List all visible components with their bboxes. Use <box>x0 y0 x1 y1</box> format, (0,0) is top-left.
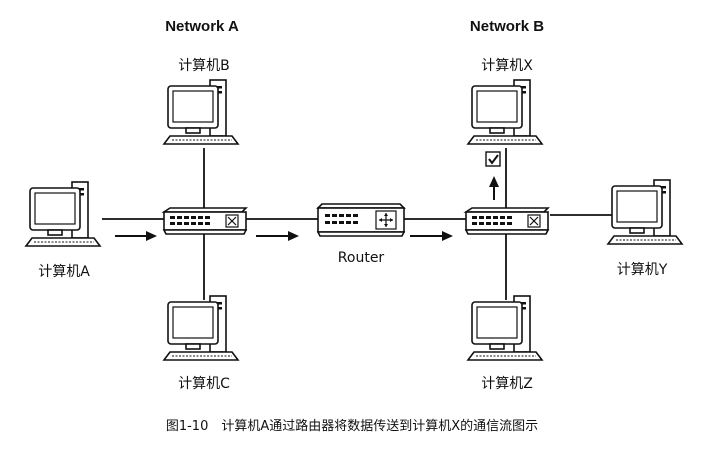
computer-x-label: 计算机X <box>481 58 533 74</box>
network-links <box>102 148 612 300</box>
router-label: Router <box>338 250 385 266</box>
router-icon <box>317 203 405 237</box>
network-b-title: Network B <box>470 18 544 35</box>
computer-x: 计算机X <box>467 58 543 145</box>
network-switch-icon <box>465 207 549 235</box>
arrow-icon <box>489 176 499 200</box>
computer-b: 计算机B <box>163 58 239 145</box>
checkmark-icon <box>485 151 501 167</box>
computer-c: 计算机C <box>163 295 239 392</box>
figure-caption: 图1-10 计算机A通过路由器将数据传送到计算机X的通信流图示 <box>166 418 538 434</box>
computer-c-label: 计算机C <box>178 376 230 392</box>
desktop-computer-icon <box>467 295 543 361</box>
computer-a: 计算机A <box>25 181 101 280</box>
desktop-computer-icon <box>607 179 683 245</box>
desktop-computer-icon <box>163 295 239 361</box>
computer-z-label: 计算机Z <box>481 376 533 392</box>
arrow-icon <box>410 231 453 241</box>
network-switch-icon <box>163 207 247 235</box>
data-flow-arrows <box>115 176 499 241</box>
computer-y: 计算机Y <box>607 179 683 278</box>
desktop-computer-icon <box>25 181 101 247</box>
computer-b-label: 计算机B <box>178 58 230 74</box>
arrow-icon <box>115 231 157 241</box>
computer-z: 计算机Z <box>467 295 543 392</box>
computer-y-label: 计算机Y <box>617 262 668 278</box>
desktop-computer-icon <box>467 79 543 145</box>
arrow-icon <box>256 231 299 241</box>
desktop-computer-icon <box>163 79 239 145</box>
network-a-title: Network A <box>165 18 239 35</box>
computer-a-label: 计算机A <box>38 264 90 280</box>
